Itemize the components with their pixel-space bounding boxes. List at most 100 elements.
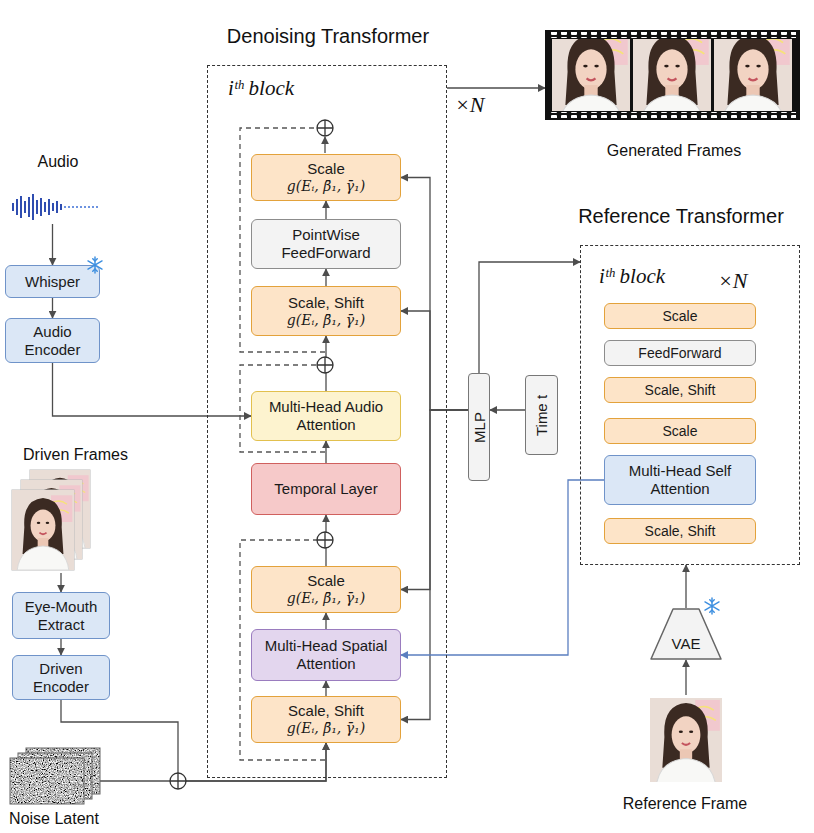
box-label: Scale, Shift xyxy=(645,382,716,399)
audio-input: Audio xyxy=(8,152,108,224)
audio-waveform xyxy=(96,206,98,208)
formula-text: g(Eᵢ, β̄₁, γ̄₁) xyxy=(287,312,365,329)
time-box: Time t xyxy=(525,375,558,455)
connector-arrow xyxy=(685,660,686,695)
box-label: Eye-Mouth Extract xyxy=(19,598,103,634)
connector-arrow xyxy=(325,681,326,696)
audio-waveform xyxy=(36,200,38,214)
formula-text: g(Eᵢ, β̄₁, γ̄₁) xyxy=(287,720,365,737)
section-title: Denoising Transformer xyxy=(188,24,468,48)
audio-waveform xyxy=(56,201,58,213)
encoder-box: Whisper xyxy=(5,265,100,298)
box-label: PointWise FeedForward xyxy=(258,226,394,262)
feedforward-box: FeedForward xyxy=(604,340,756,366)
audio-waveform xyxy=(20,196,22,218)
box-label: Scale, Shift xyxy=(288,294,364,312)
formula-text: g(Eᵢ, β̄₁, γ̄₁) xyxy=(287,590,365,607)
film-strip xyxy=(714,25,792,125)
sum-symbol xyxy=(317,532,333,548)
connector-arrow xyxy=(325,269,326,286)
audio-waveform xyxy=(16,199,18,215)
audio-waveform xyxy=(32,194,34,220)
section-title: Reference Transformer xyxy=(556,204,806,228)
noise-input: Noise Latent xyxy=(8,748,100,828)
output-frames: Generated Frames xyxy=(545,28,803,160)
driven-frames-photos xyxy=(12,490,74,570)
audio-waveform xyxy=(72,206,74,208)
image-caption: Driven Frames xyxy=(23,445,128,464)
box-label: VAE xyxy=(672,635,701,653)
scale-shift-box: Scale, Shift xyxy=(604,518,756,544)
feedforward-box: PointWise FeedForward xyxy=(251,219,401,269)
attention-box: Multi-Head Self Attention xyxy=(604,455,756,505)
connector-arrow xyxy=(401,178,468,411)
sum-symbol xyxy=(317,357,333,373)
vae-trapezoid xyxy=(651,609,721,659)
box-label: Whisper xyxy=(25,273,80,291)
attention-box: Multi-Head Spatial Attention xyxy=(251,629,401,681)
scale-box: Scale xyxy=(604,303,756,329)
box-label: Scale xyxy=(307,572,345,590)
frozen-icon xyxy=(705,598,719,614)
box-label: MLP xyxy=(472,412,487,443)
audio-waveform xyxy=(12,194,98,220)
audio-waveform xyxy=(28,197,30,217)
reference-photo xyxy=(650,694,722,787)
connector-arrow xyxy=(325,613,326,629)
audio-waveform xyxy=(84,206,86,208)
sum-symbol xyxy=(170,773,186,789)
image-caption: Generated Frames xyxy=(607,141,741,160)
encoder-box: Audio Encoder xyxy=(5,318,100,363)
audio-waveform xyxy=(12,203,14,211)
noise-image xyxy=(10,758,84,804)
scale-box: Scaleg(Eᵢ, β̄₁, γ̄₁) xyxy=(251,566,401,613)
sum-symbol xyxy=(317,357,333,373)
box-label: Multi-Head Audio Attention xyxy=(258,398,394,434)
reference-input: Reference Frame xyxy=(605,695,765,813)
connector-arrow xyxy=(401,311,468,410)
formula-text: g(Eᵢ, β̄₁, γ̄₁) xyxy=(287,178,365,195)
scale-box: Scaleg(Eᵢ, β̄₁, γ̄₁) xyxy=(251,154,401,201)
output-line xyxy=(324,137,325,153)
sum-symbol xyxy=(317,532,333,548)
connector-arrow xyxy=(52,298,53,318)
mlp-box: MLP xyxy=(468,373,490,481)
audio-waveform xyxy=(80,206,82,208)
audio-waveform xyxy=(44,202,46,212)
film-strip xyxy=(549,32,796,38)
scale-box: Scale xyxy=(604,418,756,444)
connector-arrow xyxy=(325,441,326,463)
box-label: Time t xyxy=(534,394,549,435)
connector-arrow xyxy=(100,743,326,781)
connector-arrow xyxy=(52,224,53,265)
box-label: Driven Encoder xyxy=(19,660,103,696)
connector-arrow xyxy=(401,410,468,590)
vae-trapezoid xyxy=(650,608,722,660)
sum-symbol xyxy=(317,120,333,136)
box-label: Multi-Head Self Attention xyxy=(611,462,749,498)
audio-waveform xyxy=(92,206,94,208)
vae-trapezoid: VAE xyxy=(650,608,722,660)
box-label: Scale xyxy=(307,160,345,178)
audio-waveform xyxy=(68,206,70,208)
connector-arrow xyxy=(60,639,61,655)
audio-waveform xyxy=(64,206,66,208)
driven-frames-photos xyxy=(12,470,90,570)
box-label: Scale, Shift xyxy=(288,702,364,720)
driven-frames-input: Driven Frames xyxy=(8,445,143,573)
repeat-count: ×N xyxy=(716,268,770,294)
audio-waveform xyxy=(48,199,50,215)
audio-waveform xyxy=(88,206,90,208)
image-caption: Reference Frame xyxy=(623,794,748,813)
scale-shift-box: Scale, Shiftg(Eᵢ, β̄₁, γ̄₁) xyxy=(251,286,401,336)
connector-arrow xyxy=(401,480,604,655)
driven-frames-photos xyxy=(12,490,74,570)
connector-arrow xyxy=(53,363,252,416)
audio-waveform xyxy=(40,198,42,216)
film-strip xyxy=(552,25,630,125)
box-label: Scale xyxy=(662,423,697,440)
repeat-count: ×N xyxy=(453,92,497,118)
audio-waveform xyxy=(24,201,26,213)
